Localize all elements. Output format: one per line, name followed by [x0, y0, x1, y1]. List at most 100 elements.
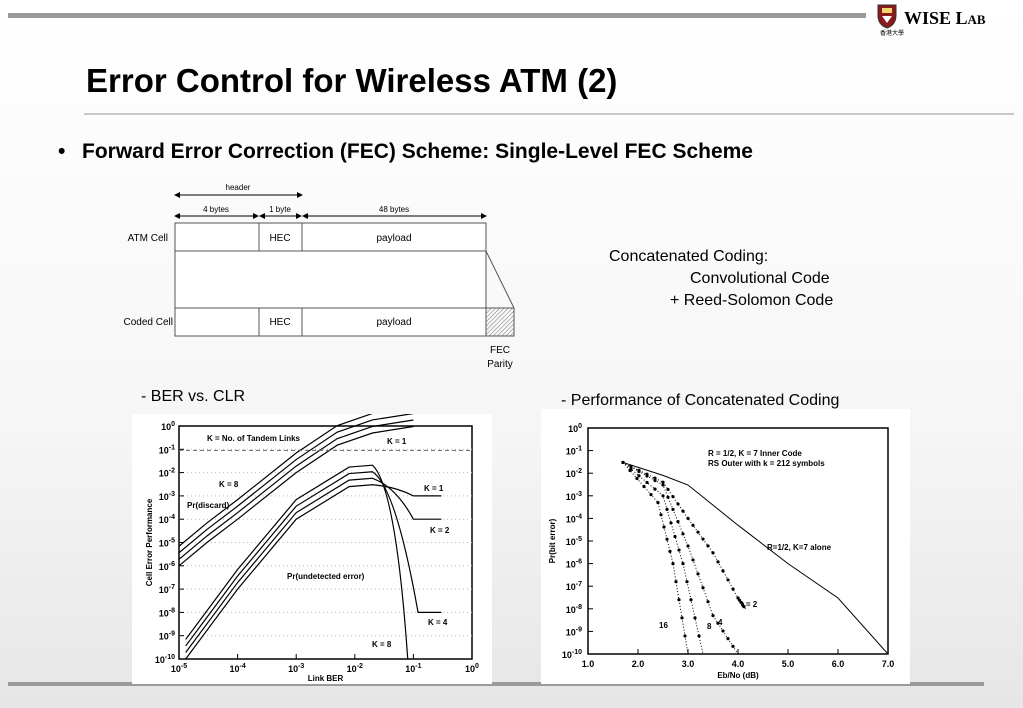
undetected-curve [185, 484, 442, 660]
data-point [676, 520, 680, 524]
series-line [622, 461, 889, 655]
chart-annotation: t = 2 [741, 600, 758, 609]
atm-payload: payload [376, 233, 411, 244]
y-tick-label: 10-1 [159, 444, 175, 455]
y-tick-label: 10-5 [159, 538, 175, 549]
right-caption: - Performance of Concatenated Coding [561, 392, 840, 409]
data-point [668, 549, 672, 554]
data-point [637, 469, 641, 474]
undetected-curve [185, 471, 442, 647]
chart-annotation: Pr(undetected error) [287, 572, 365, 581]
data-point [653, 476, 657, 480]
data-point [726, 637, 730, 641]
dim-48-bytes: 48 bytes [379, 205, 409, 214]
data-point [686, 544, 690, 548]
x-tick-label: 10-4 [229, 663, 245, 674]
chart-annotation: R = 1/2, K = 7 Inner Code [708, 449, 802, 458]
data-point [711, 614, 715, 618]
data-point [676, 502, 680, 506]
data-point [696, 530, 700, 534]
x-tick-label: 10-1 [405, 663, 421, 674]
x-tick-label: 2.0 [632, 659, 645, 669]
data-point [681, 562, 685, 566]
y-tick-label: 10-6 [159, 561, 175, 572]
data-point [742, 605, 746, 609]
x-tick-label: 5.0 [782, 659, 795, 669]
data-point [691, 523, 695, 527]
data-point [680, 616, 684, 620]
chart-annotation: K = 1 [424, 484, 444, 493]
concat-rs: + Reed-Solomon Code [670, 292, 834, 309]
data-point [645, 480, 649, 485]
concat-heading: Concatenated Coding: [609, 248, 769, 265]
chart-annotation: 8 [707, 622, 712, 631]
y-tick-label: 10-8 [566, 604, 582, 615]
data-point [671, 495, 675, 499]
atm-cell-diagram: header 4 bytes 1 byte 48 bytes ATM Cell … [124, 183, 515, 370]
y-tick-label: 10-7 [566, 581, 582, 592]
university-crest-icon [877, 4, 897, 29]
chart-annotation: K = No. of Tandem Links [207, 434, 301, 443]
y-tick-label: 10-9 [159, 631, 175, 642]
data-point [731, 587, 735, 591]
series-line [622, 461, 746, 610]
x-axis-label: Link BER [308, 674, 344, 683]
data-point [665, 537, 669, 541]
data-point [671, 507, 675, 512]
atm-hec: HEC [269, 233, 290, 244]
data-point [649, 492, 653, 497]
y-tick-label: 10-2 [159, 468, 175, 479]
data-point [691, 558, 695, 562]
fec-parity-box [485, 307, 515, 337]
bullet-heading: •Forward Error Correction (FEC) Scheme: … [58, 140, 753, 163]
y-tick-label: 10-1 [566, 446, 582, 457]
discard-curve [178, 419, 414, 560]
chart-annotation: R=1/2, K=7 alone [767, 543, 832, 552]
x-tick-label: 10-3 [288, 663, 304, 674]
y-tick-label: 10-6 [566, 559, 582, 570]
data-point [716, 560, 720, 564]
data-point [628, 468, 632, 473]
data-point [665, 507, 669, 511]
y-tick-label: 10-9 [566, 626, 582, 637]
data-point [669, 521, 673, 525]
undetected-curve [185, 464, 409, 660]
header-label: header [226, 183, 251, 192]
data-point [671, 562, 675, 566]
data-point [711, 551, 715, 555]
data-point [693, 616, 697, 620]
data-point [706, 600, 710, 604]
y-tick-label: 10-7 [159, 584, 175, 595]
chart-annotation: K = 8 [219, 480, 239, 489]
dim-1-byte: 1 byte [269, 205, 291, 214]
chart-annotation: K = 4 [428, 618, 448, 627]
y-tick-label: 10-10 [155, 654, 175, 665]
y-tick-label: 10-2 [566, 468, 582, 479]
data-point [659, 513, 663, 517]
chart-annotation: 16 [659, 621, 668, 630]
data-point [706, 544, 710, 548]
data-point [716, 621, 720, 625]
logo-subtitle: 香港大學 [880, 31, 905, 37]
bottom-rule [8, 682, 984, 686]
atm-cell-label: ATM Cell [128, 233, 168, 244]
data-point [653, 487, 657, 491]
data-point [683, 634, 687, 638]
concat-conv: Convolutional Code [690, 270, 830, 287]
series-line [622, 462, 689, 655]
series-line [622, 462, 704, 655]
x-tick-label: 7.0 [882, 659, 895, 669]
x-tick-label: 100 [465, 663, 479, 674]
data-point [635, 476, 639, 481]
y-tick-label: 10-4 [159, 514, 175, 525]
chart-annotation: K = 1 [387, 437, 407, 446]
data-point [681, 532, 685, 536]
data-point [661, 480, 665, 484]
y-tick-label: 10-8 [159, 607, 175, 618]
data-point [662, 525, 666, 529]
ber-clr-chart: 100 10-1 10-2 10-3 10-4 10-5 10-6 10-7 10-8 10-9 1… [132, 406, 492, 684]
title-divider [84, 113, 1014, 115]
data-point [674, 580, 678, 584]
chart-annotation: K = 8 [372, 640, 392, 649]
data-point [656, 501, 660, 505]
